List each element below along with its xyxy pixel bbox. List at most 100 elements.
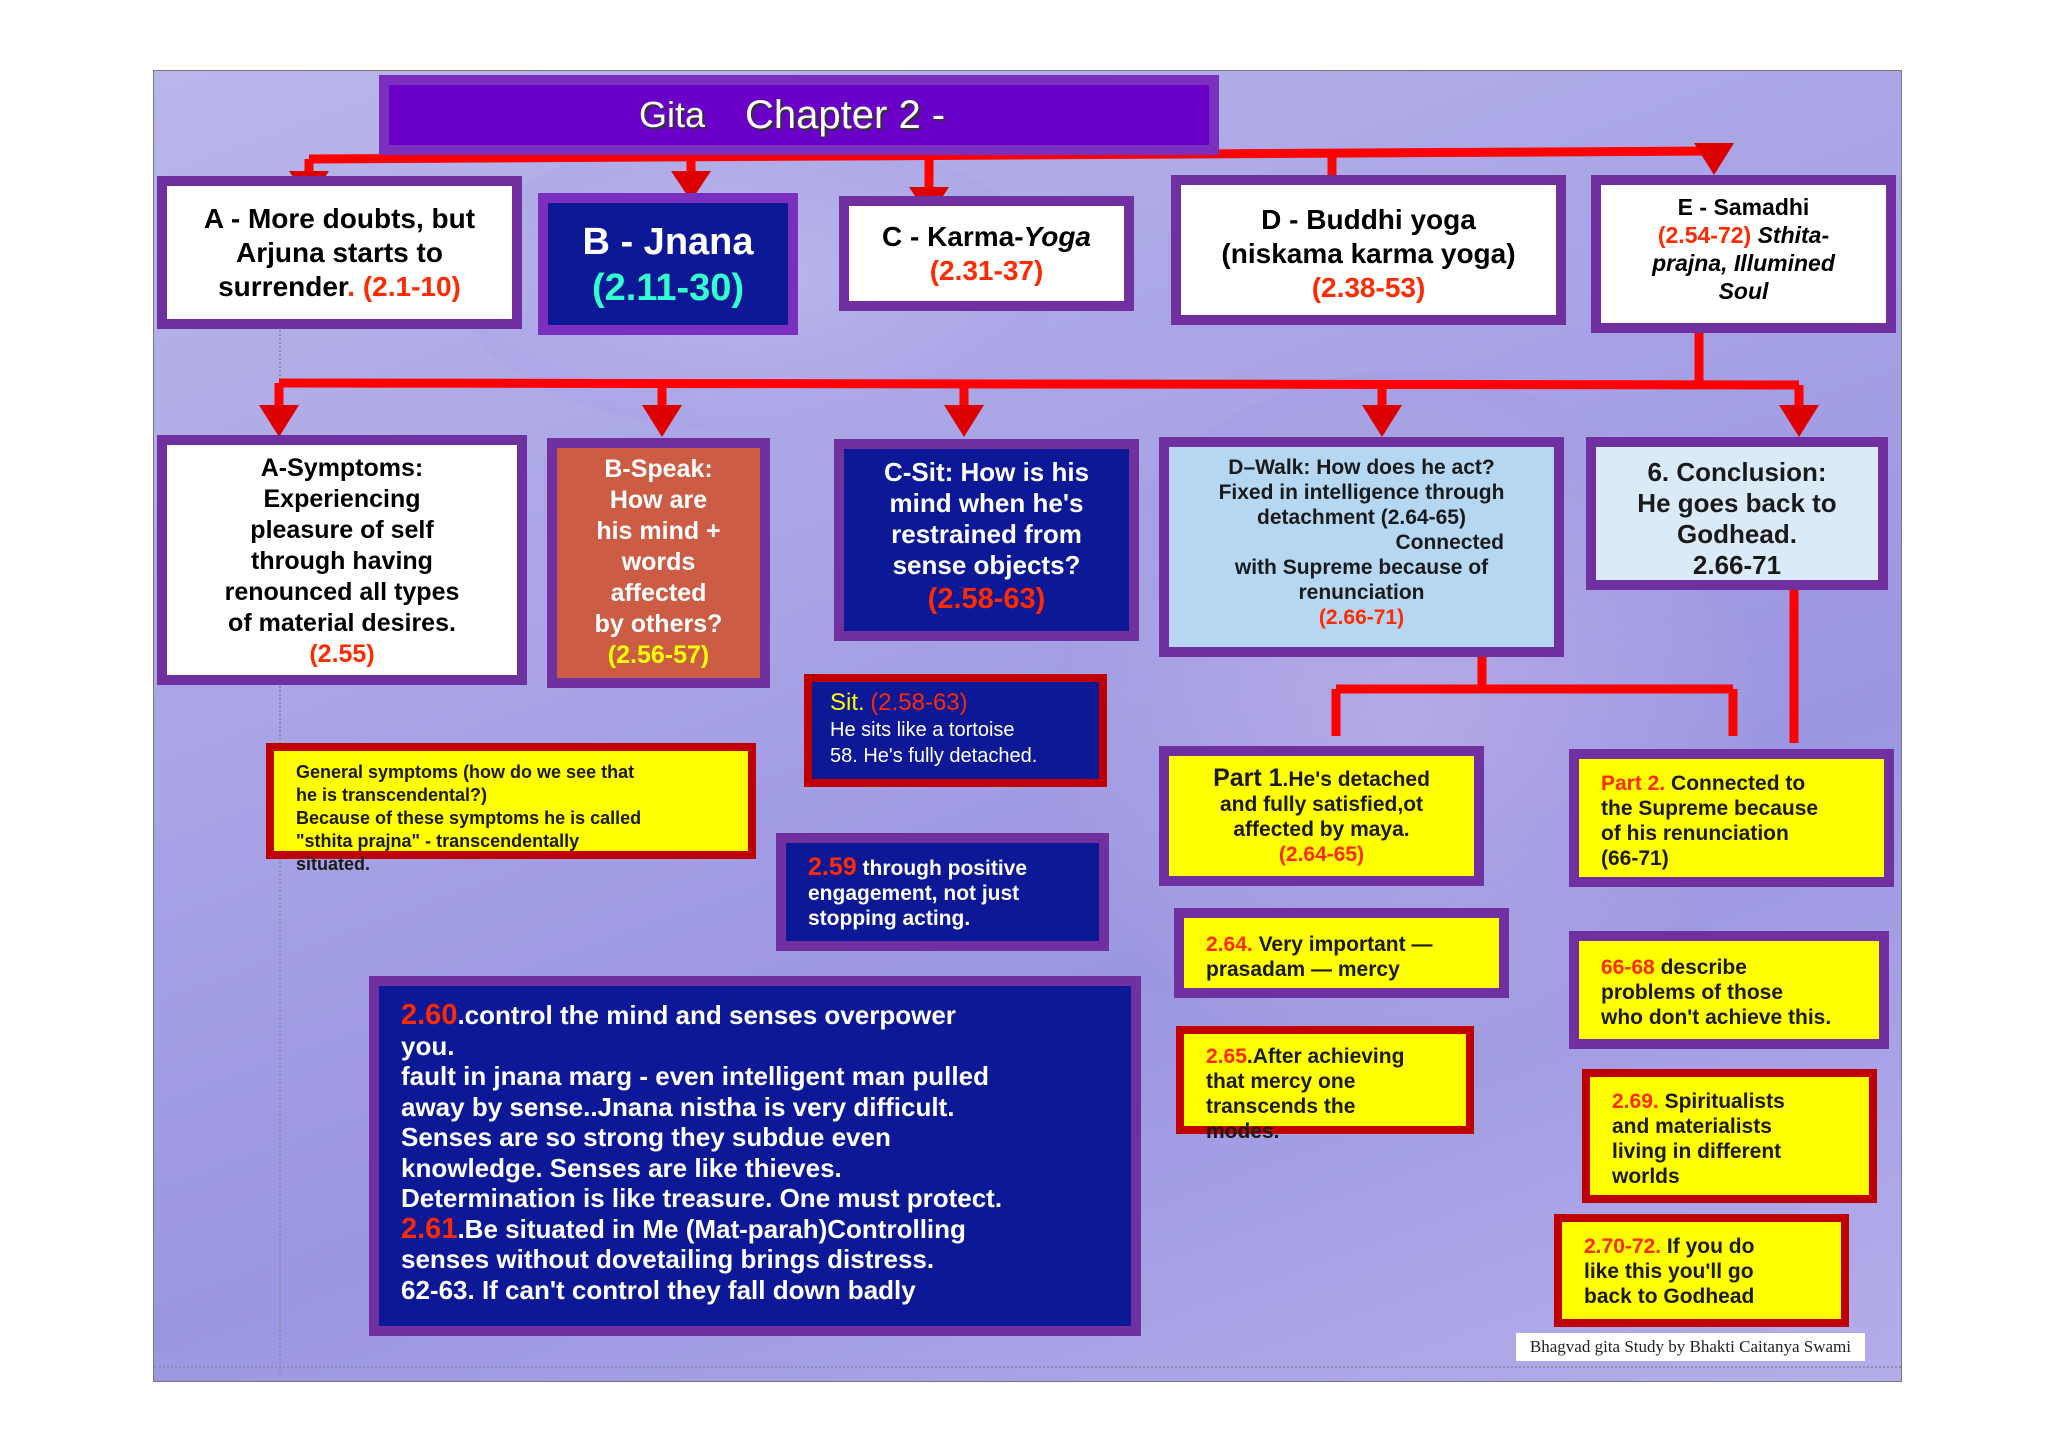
subsection-c-box: C-Sit: How is his mind when he's restrai…: [834, 439, 1139, 641]
section-c-label-italic: Yoga: [1023, 221, 1091, 252]
subsection-e-line: Godhead.: [1677, 519, 1797, 549]
subsection-d-box: D–Walk: How does he act? Fixed in intell…: [1159, 437, 1564, 657]
subsection-d-line5: with Supreme because of: [1234, 556, 1489, 579]
note-part1: Part 1.He's detached and fully satisfied…: [1159, 746, 1484, 886]
note-part1-text1: .He's detached: [1282, 768, 1430, 791]
section-d-box: D - Buddhi yoga (niskama karma yoga) (2.…: [1171, 175, 1566, 325]
section-e-italic3: Soul: [1718, 278, 1769, 304]
note-sit: Sit. (2.58-63) He sits like a tortoise 5…: [804, 674, 1107, 787]
subsection-b-line: B-Speak:: [604, 455, 713, 483]
note-260-line: knowledge. Senses are like thieves.: [401, 1152, 842, 1183]
note-general-line: situated.: [296, 854, 371, 874]
subsection-e-ref: 2.66-71: [1692, 550, 1782, 580]
section-c-box: C - Karma-Yoga (2.31-37): [839, 196, 1134, 311]
subsection-c-ref: (2.58-63): [927, 583, 1046, 615]
note-66-68: 66-68 describe problems of those who don…: [1569, 931, 1889, 1049]
subsection-a-line: through having: [251, 547, 433, 575]
note-259: 2.59 through positive engagement, not ju…: [776, 833, 1109, 951]
subsection-e-line: 6. Conclusion:: [1647, 457, 1827, 487]
note-part1-ref: (2.64-65): [1278, 843, 1365, 866]
note-260-line: you.: [401, 1030, 455, 1061]
note-2707-ref: 2.70-72.: [1584, 1235, 1662, 1258]
subsection-b-line: How are: [609, 486, 708, 514]
section-b-box: B - Jnana (2.11-30): [538, 193, 798, 335]
section-e-box: E - Samadhi (2.54-72) Sthita- prajna, Il…: [1591, 175, 1896, 333]
section-d-ref: (2.38-53): [1311, 272, 1426, 303]
title-prefix: Gita: [639, 94, 706, 135]
note-260-line: fault in jnana marg - even intelligent m…: [401, 1061, 989, 1091]
title-main: Chapter 2 -: [745, 92, 946, 137]
note-260-line: Senses are so strong they subdue even: [401, 1122, 891, 1152]
subsection-e-line: He goes back to: [1637, 488, 1837, 518]
section-a-punct: .: [347, 271, 356, 302]
subsection-a-line: renounced all types: [224, 578, 460, 606]
subsection-a-line: Experiencing: [263, 485, 421, 513]
note-269-ref: 2.69.: [1612, 1090, 1659, 1113]
subsection-d-ref: (2.66-71): [1318, 606, 1405, 629]
note-2707-text1: If you do: [1666, 1235, 1755, 1258]
note-260-line: Determination is like treasure. One must…: [401, 1183, 1003, 1213]
note-6668-ref: 66-68: [1601, 956, 1655, 979]
note-260-line1: .control the mind and senses overpower: [457, 1000, 956, 1030]
slide: Gita Chapter 2 - A - More doubts, but Ar…: [153, 70, 1902, 1382]
note-sit-line1: He sits like a tortoise: [830, 719, 1015, 741]
note-264: 2.64. Very important — prasadam — mercy: [1174, 908, 1509, 998]
subsection-d-line1: D–Walk: How does he act?: [1228, 456, 1495, 479]
section-b-ref: (2.11-30): [591, 267, 745, 309]
subsection-d-line2: Fixed in intelligence through: [1218, 481, 1505, 504]
note-6668-text2: problems of those: [1601, 981, 1784, 1004]
section-a-line3: surrender: [218, 271, 348, 302]
subsection-b-line: his mind +: [596, 517, 721, 545]
note-269-text1: Spiritualists: [1664, 1090, 1785, 1113]
note-part2-text1: Connected to: [1671, 772, 1806, 795]
note-264-text1: Very important —: [1258, 933, 1433, 956]
note-general-line: General symptoms (how do we see that: [296, 762, 635, 782]
note-6668-text1: describe: [1660, 956, 1747, 979]
subsection-d-line3: detachment (2.64-65): [1257, 506, 1466, 529]
note-270-72: 2.70-72. If you do like this you'll go b…: [1554, 1214, 1849, 1327]
subsection-b-box: B-Speak: How are his mind + words affect…: [547, 438, 770, 688]
subsection-d-line4: Connected: [1395, 531, 1504, 554]
section-c-ref: (2.31-37): [929, 255, 1044, 286]
note-part1-label: Part 1: [1213, 764, 1283, 792]
note-265-text4: modes.: [1206, 1120, 1280, 1143]
subsection-c-line: sense objects?: [892, 550, 1081, 580]
subsection-b-line: words: [621, 548, 696, 576]
section-a-ref: (2.1-10): [362, 271, 461, 302]
chapter-title-bar: Gita Chapter 2 -: [379, 75, 1219, 155]
note-259-text2: engagement, not just: [808, 882, 1020, 905]
note-259-text1: through positive: [862, 857, 1028, 880]
note-part2-label: Part 2.: [1601, 772, 1666, 795]
note-260-line: away by sense..Jnana nistha is very diff…: [401, 1091, 955, 1122]
subsection-a-line: pleasure of self: [250, 516, 434, 544]
note-general-line: he is transcendental?): [296, 785, 488, 805]
note-general-line: Because of these symptoms he is called: [296, 808, 642, 828]
note-6668-text3: who don't achieve this.: [1601, 1006, 1832, 1029]
section-e-italic1: Sthita-: [1757, 222, 1830, 248]
subsection-c-line: restrained from: [891, 519, 1082, 549]
note-part1-text2: and fully satisfied,ot: [1219, 793, 1424, 816]
subsection-c-line: mind when he's: [889, 488, 1084, 518]
subsection-a-box: A-Symptoms: Experiencing pleasure of sel…: [157, 435, 527, 685]
subsection-b-line: affected: [610, 579, 707, 607]
subsection-a-line: of material desires.: [228, 609, 456, 637]
note-260-ref2: 2.61: [401, 1212, 458, 1245]
note-264-ref: 2.64.: [1206, 933, 1253, 956]
section-c-label: C - Karma-: [881, 221, 1024, 252]
note-259-ref: 2.59: [808, 853, 857, 881]
note-269-text4: worlds: [1612, 1165, 1680, 1188]
subsection-e-box: 6. Conclusion: He goes back to Godhead. …: [1586, 437, 1888, 590]
note-265-text2: that mercy one: [1206, 1070, 1356, 1093]
section-b-title: B - Jnana: [582, 221, 754, 263]
note-sit-ref: (2.58-63): [870, 689, 968, 716]
subsection-d-line6: renunciation: [1298, 581, 1425, 604]
note-259-text3: stopping acting.: [808, 907, 971, 930]
note-part1-text3: affected by maya.: [1233, 818, 1410, 841]
subsection-a-line: A-Symptoms:: [260, 454, 424, 482]
section-a-box: A - More doubts, but Arjuna starts to su…: [157, 176, 522, 329]
section-d-line1: D - Buddhi yoga: [1261, 204, 1476, 235]
guide-line: [154, 1366, 1901, 1368]
subsection-b-ref: (2.56-57): [607, 641, 710, 669]
note-general-line: "sthita prajna" - transcendentally: [296, 831, 580, 851]
note-part2-text4: (66-71): [1601, 847, 1669, 870]
